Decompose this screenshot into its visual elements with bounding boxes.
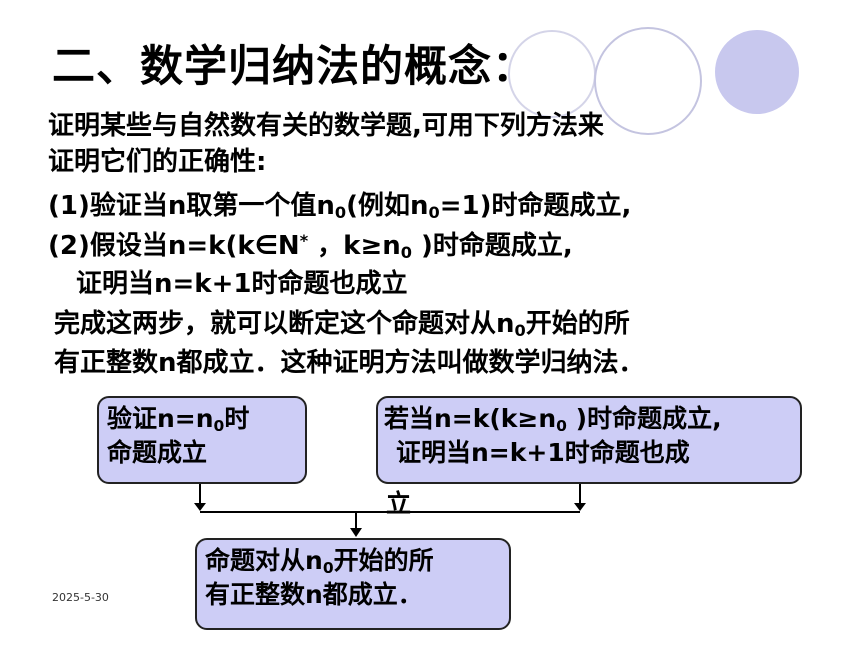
conclusion-suffix: 开始的所 xyxy=(525,309,630,339)
box-base-line-1: 验证n=n0时 xyxy=(107,402,297,436)
step-1-subscript-1: 0 xyxy=(334,203,347,223)
box-inductive-suffix: )时命题成立, xyxy=(566,404,722,433)
box-conclusion: 命题对从n0开始的所 有正整数n都成立． xyxy=(195,538,511,630)
step-2: (2)假设当n=k(k∈N* ，k≥n0 )时命题成立, xyxy=(48,230,573,262)
step-2-line-2: 证明当n=k+1时命题也成立 xyxy=(76,269,408,299)
arrowhead-center xyxy=(350,528,362,537)
step-2-mid: ，k≥n xyxy=(308,231,401,261)
box-base-case: 验证n=n0时 命题成立 xyxy=(97,396,307,484)
conclusion-prefix: 完成这两步，就可以断定这个命题对从n xyxy=(54,309,515,339)
box-inductive-step: 若当n=k(k≥n0 )时命题成立, 证明当n=k+1时命题也成 xyxy=(376,396,802,484)
step-2-suffix: )时命题成立, xyxy=(411,231,573,261)
step-1-mid: (例如n xyxy=(346,191,429,221)
box-base-prefix: 验证n=n xyxy=(107,404,214,433)
box-conclusion-subscript: 0 xyxy=(322,558,334,577)
step-2-subscript: 0 xyxy=(400,243,412,263)
box-base-suffix: 时 xyxy=(224,404,250,433)
step-1-subscript-2: 0 xyxy=(428,203,440,223)
box-conclusion-line-2: 有正整数n都成立． xyxy=(205,580,423,609)
step-2-prefix: (2)假设当n=k(k∈N xyxy=(48,231,300,261)
arrowhead-right xyxy=(574,503,586,511)
arrowhead-left xyxy=(194,503,206,511)
step-1: (1)验证当n取第一个值n0(例如n0=1)时命题成立, xyxy=(48,190,631,222)
decor-circle-filled xyxy=(715,30,799,114)
conclusion-subscript: 0 xyxy=(514,321,526,341)
conclusion-line-1: 完成这两步，就可以断定这个命题对从n0开始的所 xyxy=(54,308,630,340)
box-conclusion-prefix: 命题对从n xyxy=(205,546,323,575)
box-inductive-line-2: 证明当n=k+1时命题也成 xyxy=(396,438,690,467)
box-inductive-prefix: 若当n=k(k≥n xyxy=(384,404,557,433)
box-inductive-subscript: 0 xyxy=(556,416,567,435)
box-base-subscript: 0 xyxy=(213,416,225,435)
intro-line-2: 证明它们的正确性: xyxy=(48,147,267,177)
slide-title: 二、数学归纳法的概念： xyxy=(52,42,536,92)
step-1-suffix: =1)时命题成立, xyxy=(439,191,632,221)
step-1-prefix: (1)验证当n取第一个值n xyxy=(48,191,335,221)
box-inductive-line-1: 若当n=k(k≥n0 )时命题成立, xyxy=(384,402,792,436)
box-conclusion-suffix: 开始的所 xyxy=(333,546,434,575)
footer-date: 2025-5-30 xyxy=(52,591,109,604)
conclusion-line-2: 有正整数n都成立．这种证明方法叫做数学归纳法． xyxy=(54,348,645,378)
box-inductive-overflow-char: 立 xyxy=(386,489,412,518)
step-2-superscript: * xyxy=(299,230,309,250)
box-conclusion-line-1: 命题对从n0开始的所 xyxy=(205,544,501,578)
intro-line-1: 证明某些与自然数有关的数学题,可用下列方法来 xyxy=(48,111,604,141)
decor-circle-outline-right xyxy=(594,27,702,135)
decor-circle-outline-left xyxy=(508,30,596,118)
box-base-line-2: 命题成立 xyxy=(107,438,208,467)
